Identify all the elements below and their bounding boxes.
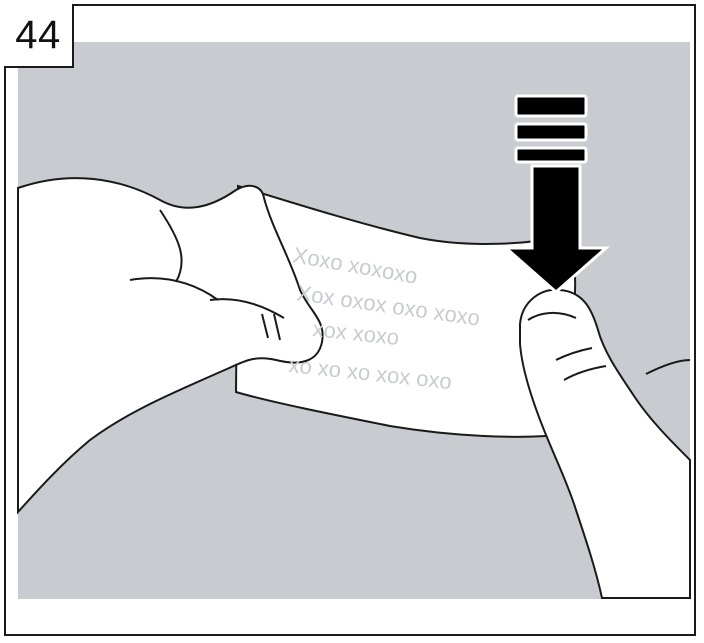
- step-badge: 44: [4, 4, 74, 68]
- right-hand: [520, 290, 690, 598]
- down-arrow-icon: [506, 96, 606, 292]
- step-number: 44: [15, 15, 61, 55]
